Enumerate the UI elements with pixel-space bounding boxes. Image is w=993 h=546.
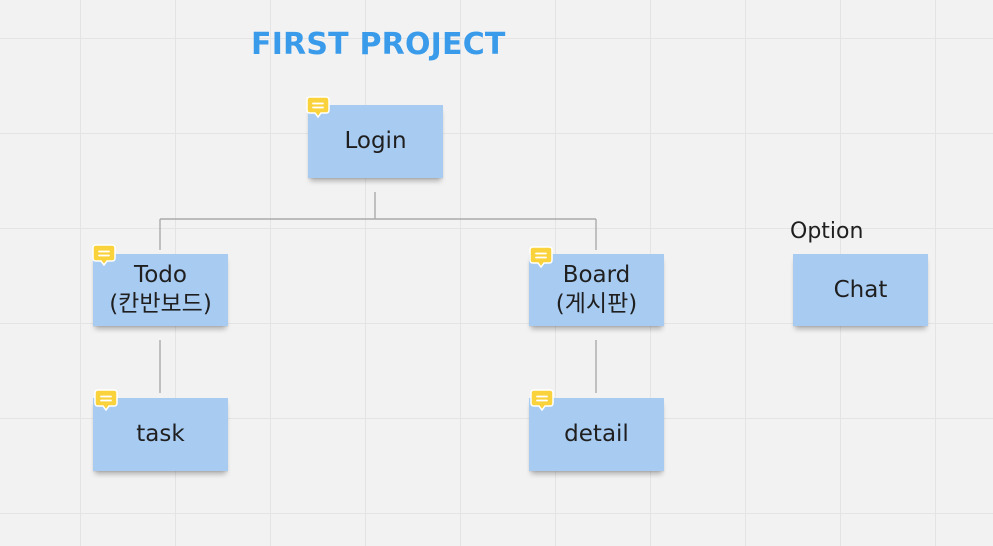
sticky-note-text: Todo (칸반보드) [109, 262, 212, 317]
sticky-note-text: task [136, 421, 185, 447]
sticky-note-text: Chat [833, 276, 888, 303]
comment-icon[interactable] [93, 388, 119, 414]
sticky-note-text: detail [564, 421, 629, 447]
sticky-note-chat[interactable]: Chat [793, 254, 928, 326]
sticky-note-text: Login [344, 128, 407, 154]
sticky-note-board[interactable]: Board (게시판) [529, 254, 664, 326]
comment-icon[interactable] [529, 388, 555, 414]
board-title: FIRST PROJECT [251, 27, 506, 62]
sticky-note-task[interactable]: task [93, 398, 228, 471]
sticky-note-login[interactable]: Login [308, 105, 443, 178]
sticky-note-todo[interactable]: Todo (칸반보드) [93, 254, 228, 326]
option-label: Option [790, 219, 864, 244]
comment-icon[interactable] [528, 245, 554, 271]
sticky-note-detail[interactable]: detail [529, 398, 664, 471]
comment-icon[interactable] [305, 95, 331, 121]
sticky-note-text: Board (게시판) [555, 262, 638, 317]
comment-icon[interactable] [91, 243, 117, 269]
